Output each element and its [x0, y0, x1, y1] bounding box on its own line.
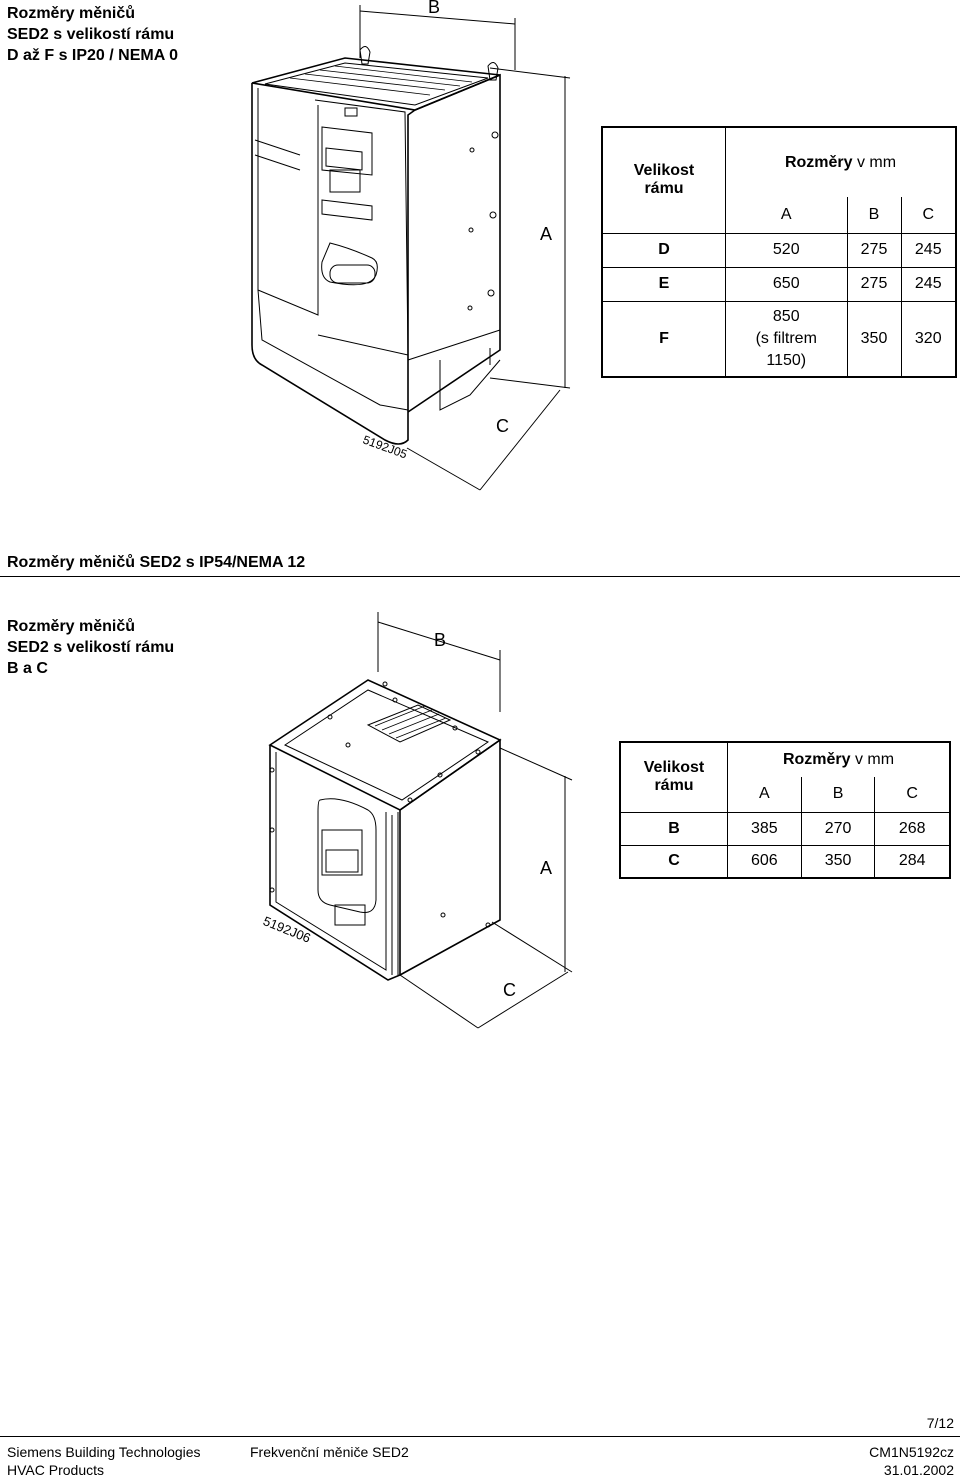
table-row: E 650 275 245	[601, 266, 957, 302]
section1-heading-line3: D až F s IP20 / NEMA 0	[7, 47, 179, 64]
ip20-dimension-a-label: A	[540, 224, 553, 244]
ip54-dimension-c-label: C	[503, 980, 516, 1000]
ip20-drive-drawing	[251, 5, 571, 491]
col-header-group: Rozměry v mm	[725, 126, 957, 197]
ip54-dimension-a-label: A	[540, 858, 553, 878]
col-header-group: Rozměry v mm	[727, 741, 951, 777]
section1-heading-line2: SED2 s velikostí rámu	[7, 26, 175, 43]
ip20-dimension-c-label: C	[496, 416, 509, 436]
col-header-b: B	[800, 777, 876, 813]
col-header-c: C	[900, 197, 957, 234]
ip20-dimension-table: Velikost rámu Rozměry v mm A B C D 520 2…	[601, 126, 957, 378]
footer-divider	[0, 1436, 960, 1437]
col-header-frame: Velikost rámu	[601, 126, 726, 234]
ip20-dimension-b-label: B	[428, 0, 441, 17]
table-row: F 850 (s filtrem 1150) 350 320	[601, 300, 957, 378]
page-number: 7/12	[926, 1415, 954, 1431]
footer-division: HVAC Products	[7, 1462, 104, 1478]
table-row: C 606 350 284	[619, 844, 952, 879]
section1-heading: Rozměry měničů SED2 s velikostí rámu D a…	[7, 3, 178, 66]
table-row: B 385 270 268	[619, 811, 952, 846]
ip54-dimension-b-label: B	[434, 630, 447, 650]
section2-heading: Rozměry měničů SED2 s velikostí rámu B a…	[7, 618, 175, 677]
footer-doc-number: CM1N5192cz	[869, 1444, 954, 1460]
footer-date: 31.01.2002	[883, 1462, 954, 1478]
section1-heading-line1: Rozměry měničů	[7, 5, 136, 22]
ip54-dimension-table: Velikost rámu Rozměry v mm A B C B 385 2…	[619, 741, 952, 879]
table-row: D 520 275 245	[601, 232, 957, 268]
col-header-c: C	[874, 777, 952, 813]
footer-doc-title: Frekvenční měniče SED2	[250, 1444, 409, 1460]
footer-company: Siemens Building Technologies	[7, 1444, 201, 1460]
section2-title: Rozměry měničů SED2 s IP54/NEMA 12	[7, 554, 306, 571]
col-header-frame: Velikost rámu	[619, 741, 728, 813]
section-divider	[0, 576, 960, 577]
col-header-a: A	[725, 197, 848, 234]
col-header-a: A	[727, 777, 802, 813]
col-header-b: B	[846, 197, 902, 234]
ip54-drive-drawing	[268, 612, 573, 1029]
